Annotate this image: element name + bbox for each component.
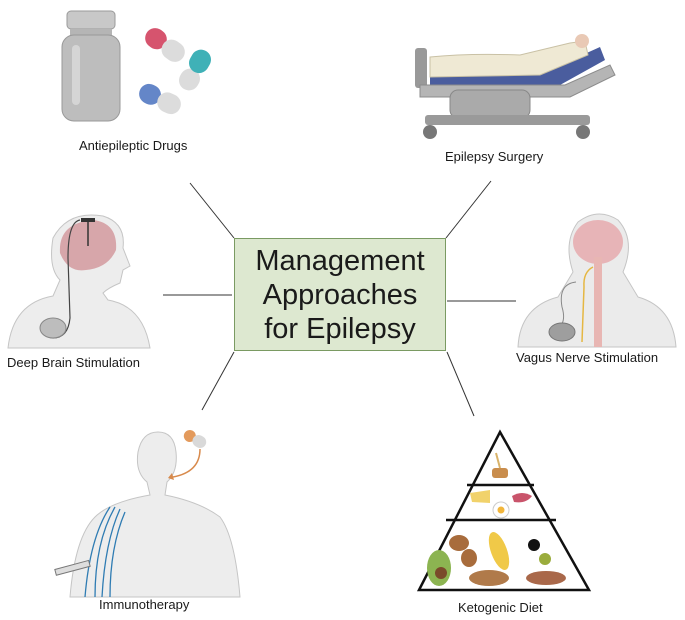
label-immunotherapy: Immunotherapy [99,597,190,612]
label-vagus-nerve-stimulation: Vagus Nerve Stimulation [516,350,659,365]
pill-bottle-capsules-icon [61,10,211,122]
connector-immunotherapy [201,351,235,411]
head-brain-electrode-icon [7,214,151,349]
label-epilepsy-surgery: Epilepsy Surgery [445,149,544,164]
food-pyramid-icon [416,429,592,592]
brain-vagus-nerve-icon [517,213,677,348]
connector-antiepileptic-drugs [189,182,235,239]
center-title: Management Approaches for Epilepsy [255,244,425,345]
label-antiepileptic-drugs: Antiepileptic Drugs [79,138,188,153]
body-injection-capsule-icon [54,430,241,598]
connector-epilepsy-surgery [445,180,492,239]
center-box: Management Approaches for Epilepsy [234,238,446,351]
hospital-bed-patient-icon [415,34,616,139]
label-deep-brain-stimulation: Deep Brain Stimulation [7,355,140,370]
label-ketogenic-diet: Ketogenic Diet [458,600,543,615]
connector-ketogenic-diet [446,351,475,417]
